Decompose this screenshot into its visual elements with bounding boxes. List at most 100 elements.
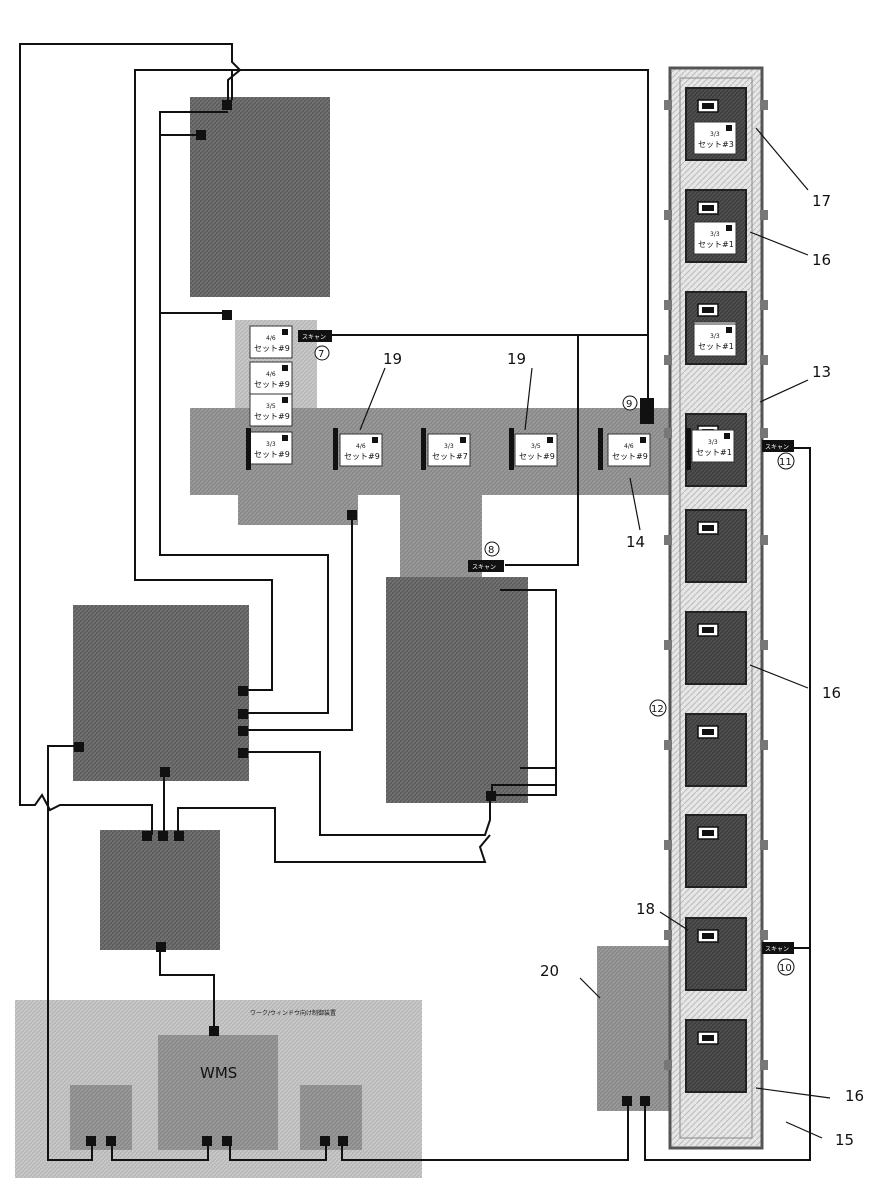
card-c10: 3/3セット#3	[694, 122, 736, 154]
connector	[238, 709, 248, 719]
svg-text:9: 9	[626, 399, 632, 410]
card-name: セット#1	[698, 342, 734, 351]
control-unit-left	[73, 605, 249, 781]
connector	[158, 831, 168, 841]
side-tab	[664, 640, 672, 650]
connector	[347, 510, 357, 520]
card-c2: 4/6 セット#9	[250, 362, 292, 394]
scan-tag-7: スキャン	[298, 330, 332, 342]
station-divider	[333, 428, 338, 470]
card-number: 4/6	[266, 371, 276, 378]
side-tab	[664, 428, 672, 438]
connector	[338, 1136, 348, 1146]
card-number: 3/3	[444, 443, 454, 450]
ref-16a: 16	[812, 251, 831, 269]
svg-text:スキャン: スキャン	[765, 444, 789, 451]
svg-text:スキャン: スキャン	[472, 564, 496, 571]
scan-tag-11: スキャン	[762, 440, 794, 452]
connector	[106, 1136, 116, 1146]
connector	[160, 767, 170, 777]
side-tab	[760, 640, 768, 650]
card-number: 4/6	[624, 443, 634, 450]
connector	[202, 1136, 212, 1146]
ref-16b: 16	[822, 684, 841, 702]
tray	[686, 815, 746, 887]
side-tab	[664, 840, 672, 850]
side-tab	[760, 210, 768, 220]
station-divider	[421, 428, 426, 470]
side-tab	[664, 535, 672, 545]
wms-label: WMS	[200, 1064, 237, 1082]
circled-label-12: 12	[650, 700, 666, 716]
tray	[686, 612, 746, 684]
bottom-panel-title: ワーク/ウィンドウ向け制御装置	[250, 1009, 336, 1017]
card-c13: 3/3セット#1	[694, 324, 736, 356]
panel-right-box	[300, 1085, 362, 1150]
card-number: 3/5	[266, 403, 276, 410]
side-tab	[760, 1060, 768, 1070]
connector	[209, 1026, 219, 1036]
side-tab	[760, 355, 768, 365]
card-name: セット#7	[432, 452, 468, 461]
svg-text:12: 12	[651, 704, 664, 715]
svg-text:11: 11	[779, 457, 792, 468]
side-tab	[664, 210, 672, 220]
connector	[222, 1136, 232, 1146]
ref-15: 15	[835, 1131, 854, 1149]
side-tab	[760, 740, 768, 750]
conveyor-sub-block	[238, 495, 358, 525]
ref-19b: 19	[507, 350, 526, 368]
ref-18: 18	[636, 900, 655, 918]
circled-label-8: 8	[485, 542, 499, 556]
scanner-9	[640, 398, 654, 424]
card-name: セット#9	[254, 380, 290, 389]
side-tab	[760, 428, 768, 438]
connector	[156, 942, 166, 952]
card-name: セット#9	[254, 450, 290, 459]
connector	[486, 791, 496, 801]
connector	[640, 1096, 650, 1106]
svg-text:8: 8	[488, 545, 494, 556]
side-tab	[760, 930, 768, 940]
station-divider	[509, 428, 514, 470]
connector	[320, 1136, 330, 1146]
ref-17: 17	[812, 192, 831, 210]
connector	[86, 1136, 96, 1146]
circled-label-7: 7	[315, 346, 329, 360]
side-tab	[760, 535, 768, 545]
panel-left-box	[70, 1085, 132, 1150]
scan-tag-10: スキャン	[762, 942, 794, 954]
card-c9: 3/3セット#1	[692, 430, 734, 462]
circled-label-11: 11	[778, 453, 794, 469]
connector	[196, 130, 206, 140]
relay-box	[100, 830, 220, 950]
center-machine	[386, 577, 528, 803]
tray	[686, 1020, 746, 1092]
svg-text:スキャン: スキャン	[765, 946, 789, 953]
connector	[222, 100, 232, 110]
card-number: 3/5	[531, 443, 541, 450]
tray	[686, 510, 746, 582]
wms-box	[158, 1035, 278, 1150]
card-number: 3/3	[710, 131, 720, 138]
card-c4: 3/3セット#9	[250, 432, 292, 464]
station-divider	[686, 428, 691, 470]
connector	[142, 831, 152, 841]
card-number: 4/6	[266, 335, 276, 342]
ref-16c: 16	[845, 1087, 864, 1105]
station-divider	[598, 428, 603, 470]
side-tab	[760, 840, 768, 850]
side-tab	[664, 100, 672, 110]
side-tab	[664, 740, 672, 750]
card-c6: 3/3 セット#7	[428, 434, 470, 466]
side-tab	[760, 300, 768, 310]
card-c11: 3/3セット#1	[694, 222, 736, 254]
card-c3: 3/5 セット#9	[250, 394, 292, 426]
card-name: セット#9	[344, 452, 380, 461]
side-tab	[760, 100, 768, 110]
connector	[238, 726, 248, 736]
card-number: 4/6	[356, 443, 366, 450]
card-c8: 4/6 セット#9	[608, 434, 650, 466]
card-name: セット#9	[612, 452, 648, 461]
card-name: セット#9	[254, 412, 290, 421]
